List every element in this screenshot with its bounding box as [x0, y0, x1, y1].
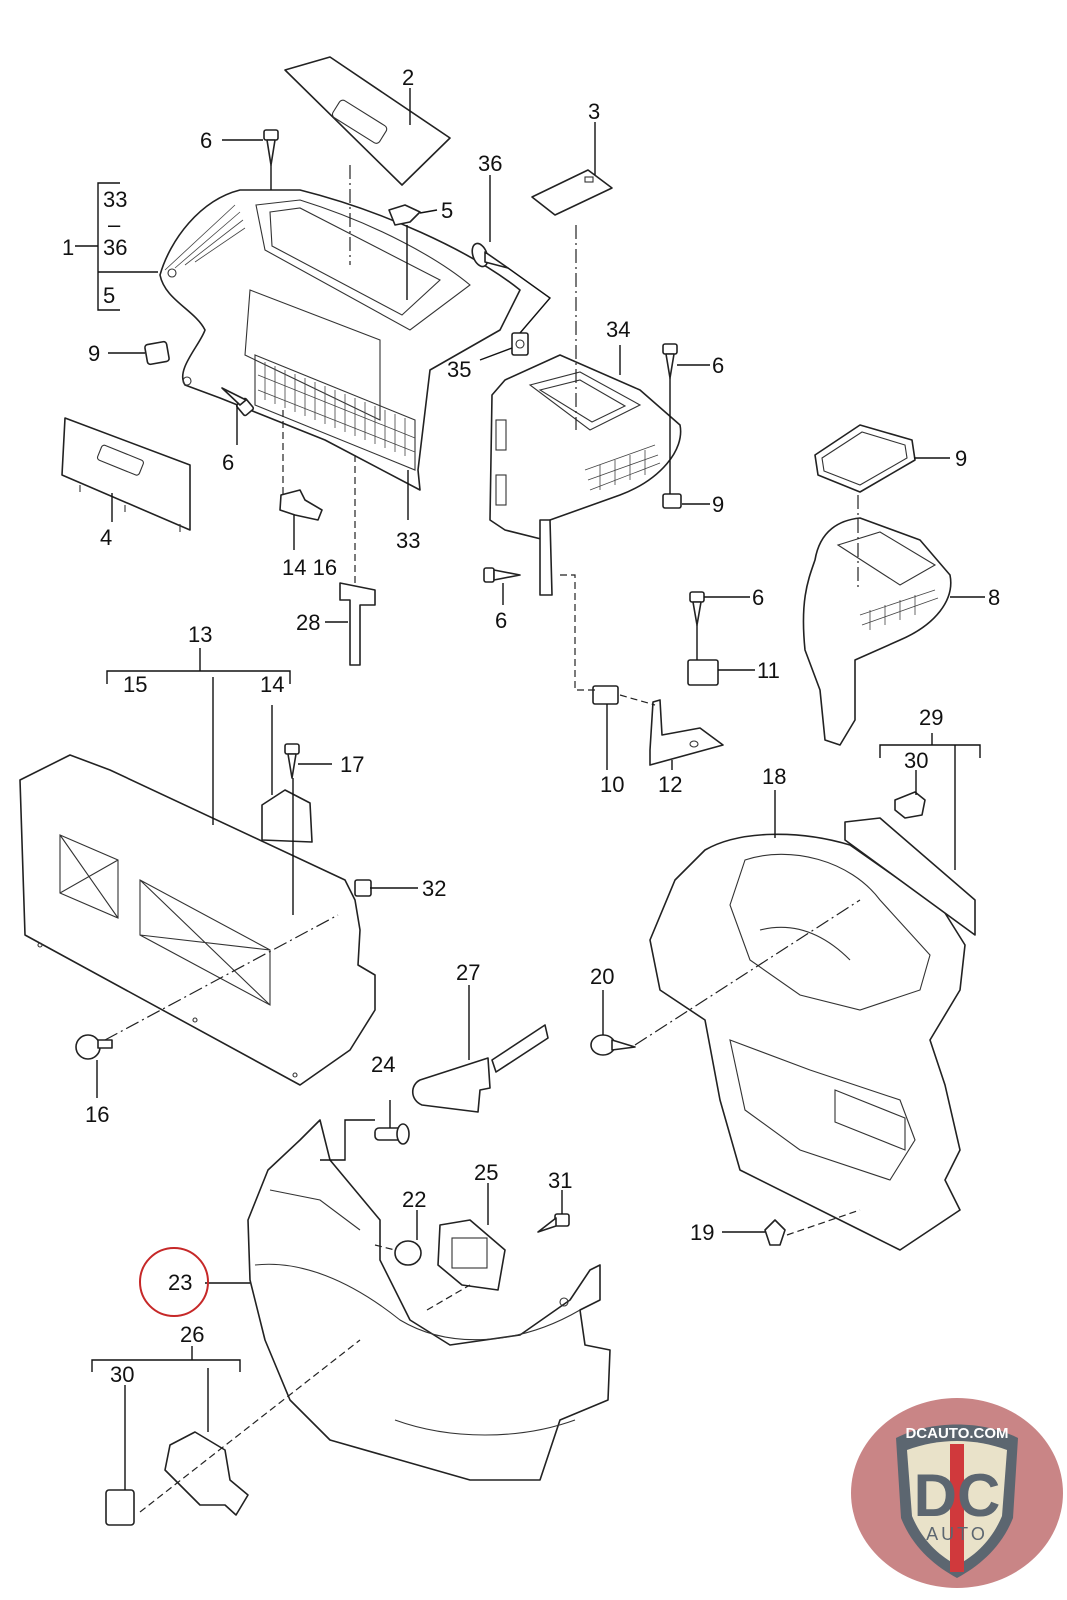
part-7-side-trim[interactable]: [802, 517, 952, 746]
callout-10[interactable]: 12: [658, 772, 682, 797]
part-6-screw-a[interactable]: [263, 129, 279, 166]
callout-14[interactable]: 16: [85, 1102, 109, 1127]
callout-31[interactable]: 31: [548, 1168, 572, 1193]
leader-lines: [75, 88, 985, 1490]
callout-15[interactable]: 14: [260, 672, 284, 697]
part-36-pin[interactable]: [469, 241, 509, 269]
assembly-guides: [104, 165, 861, 1513]
part-20-plug[interactable]: [394, 1240, 422, 1266]
part-32-clip[interactable]: [354, 879, 372, 897]
part-28-clip[interactable]: [894, 791, 926, 819]
part-26-strap[interactable]: [339, 582, 376, 666]
callout-labels: 2 3 36 6 5 33 – 36 1 5 9 6 4 33 14 16 28…: [62, 65, 1000, 1347]
callout-18[interactable]: 19: [690, 1220, 714, 1245]
part-6-screw-c[interactable]: [662, 343, 678, 379]
callout-5[interactable]: 5: [441, 198, 453, 223]
callout-29[interactable]: 26: [180, 1322, 204, 1347]
callout-20[interactable]: 22: [402, 1187, 426, 1212]
callout-1-extra: 5: [103, 283, 115, 308]
callout-19[interactable]: 20: [590, 964, 614, 989]
part-31-screw[interactable]: [537, 1213, 570, 1233]
part-5-clip[interactable]: [388, 204, 421, 226]
callout-16[interactable]: 17: [340, 752, 364, 777]
callout-6[interactable]: 6: [752, 585, 764, 610]
part-8-lid[interactable]: [814, 424, 916, 493]
part-22-lower-panel[interactable]: [247, 1119, 611, 1481]
callout-1-range-start: 33: [103, 187, 127, 212]
part-6-screw-d[interactable]: [483, 567, 521, 583]
part-3-lid[interactable]: [531, 169, 613, 216]
callout-27[interactable]: 29: [919, 705, 943, 730]
callout-7[interactable]: 8: [988, 585, 1000, 610]
callout-28[interactable]: 30: [904, 748, 928, 773]
highlight-ring: [139, 1247, 209, 1317]
part-27-strip[interactable]: [844, 817, 976, 936]
callout-6[interactable]: 6: [222, 450, 234, 475]
callout-35[interactable]: 35: [447, 357, 471, 382]
callout-9[interactable]: 10: [600, 772, 624, 797]
callout-9[interactable]: 9: [88, 341, 100, 366]
callout-25[interactable]: 27: [456, 960, 480, 985]
logo-site-text: DCAUTO.COM: [905, 1425, 1008, 1442]
callout-22[interactable]: 23: [168, 1270, 192, 1295]
part-11-clip[interactable]: [687, 659, 719, 686]
callout-17[interactable]: 18: [762, 764, 786, 789]
callout-3[interactable]: 3: [588, 99, 600, 124]
callout-6[interactable]: 6: [712, 353, 724, 378]
callout-6[interactable]: 6: [200, 128, 212, 153]
part-16-screw[interactable]: [284, 743, 300, 779]
logo-red-bar: [950, 1444, 964, 1572]
part-29-latch[interactable]: [164, 1431, 249, 1516]
callout-33[interactable]: 33: [396, 528, 420, 553]
part-15-block[interactable]: [261, 789, 313, 843]
callout-34[interactable]: 34: [606, 317, 630, 342]
callout-8[interactable]: 9: [955, 446, 967, 471]
callout-26[interactable]: 28: [296, 610, 320, 635]
callout-12[interactable]: 14 16: [282, 555, 337, 580]
logo-letters: DC: [914, 1462, 1001, 1529]
dcauto-watermark-logo: DCAUTO.COM DC AUTO: [851, 1398, 1063, 1588]
callout-1-range-end: 36: [103, 235, 127, 260]
callout-24[interactable]: 25: [474, 1160, 498, 1185]
part-30-clip[interactable]: [105, 1489, 135, 1526]
part-24-bracket[interactable]: [437, 1219, 506, 1291]
callout-32[interactable]: 32: [422, 876, 446, 901]
part-6-screw-e[interactable]: [689, 591, 705, 626]
callout-9[interactable]: 9: [712, 492, 724, 517]
part-12-clip[interactable]: [279, 489, 323, 521]
part-4-cover[interactable]: [61, 417, 191, 532]
logo-sub-text: AUTO: [926, 1524, 988, 1544]
part-9-clip-c[interactable]: [592, 685, 619, 705]
part-14-knob[interactable]: [75, 1034, 113, 1060]
callout-1[interactable]: 1: [62, 235, 74, 260]
part-10-bracket[interactable]: [649, 699, 724, 766]
callout-11[interactable]: 11: [757, 658, 780, 683]
callout-13[interactable]: 13: [188, 622, 212, 647]
part-13-left-side-panel[interactable]: [19, 754, 376, 1086]
callout-36[interactable]: 36: [478, 151, 502, 176]
part-34-center-trim[interactable]: [489, 354, 682, 596]
part-35-clip[interactable]: [511, 332, 529, 356]
callout-2[interactable]: 2: [402, 65, 414, 90]
callout-4[interactable]: 4: [100, 525, 112, 550]
callout-6[interactable]: 6: [495, 608, 507, 633]
callout-13-sub-a: 15: [123, 672, 147, 697]
callout-1-range-dash: –: [108, 212, 121, 237]
part-6-screw-b[interactable]: [221, 387, 255, 417]
part-9-clip-b[interactable]: [662, 493, 682, 509]
part-19-pin[interactable]: [590, 1034, 636, 1056]
part-25-strap[interactable]: [411, 1024, 549, 1113]
part-18-pin[interactable]: [764, 1219, 786, 1246]
part-2-lid[interactable]: [284, 56, 451, 186]
part-33-upper-side-panel[interactable]: [159, 189, 521, 491]
part-9-clip-a[interactable]: [144, 340, 170, 366]
part-17-right-tub[interactable]: [649, 833, 966, 1251]
callout-30[interactable]: 30: [110, 1362, 134, 1387]
callout-23[interactable]: 24: [371, 1052, 395, 1077]
part-23-bolt[interactable]: [374, 1123, 410, 1145]
